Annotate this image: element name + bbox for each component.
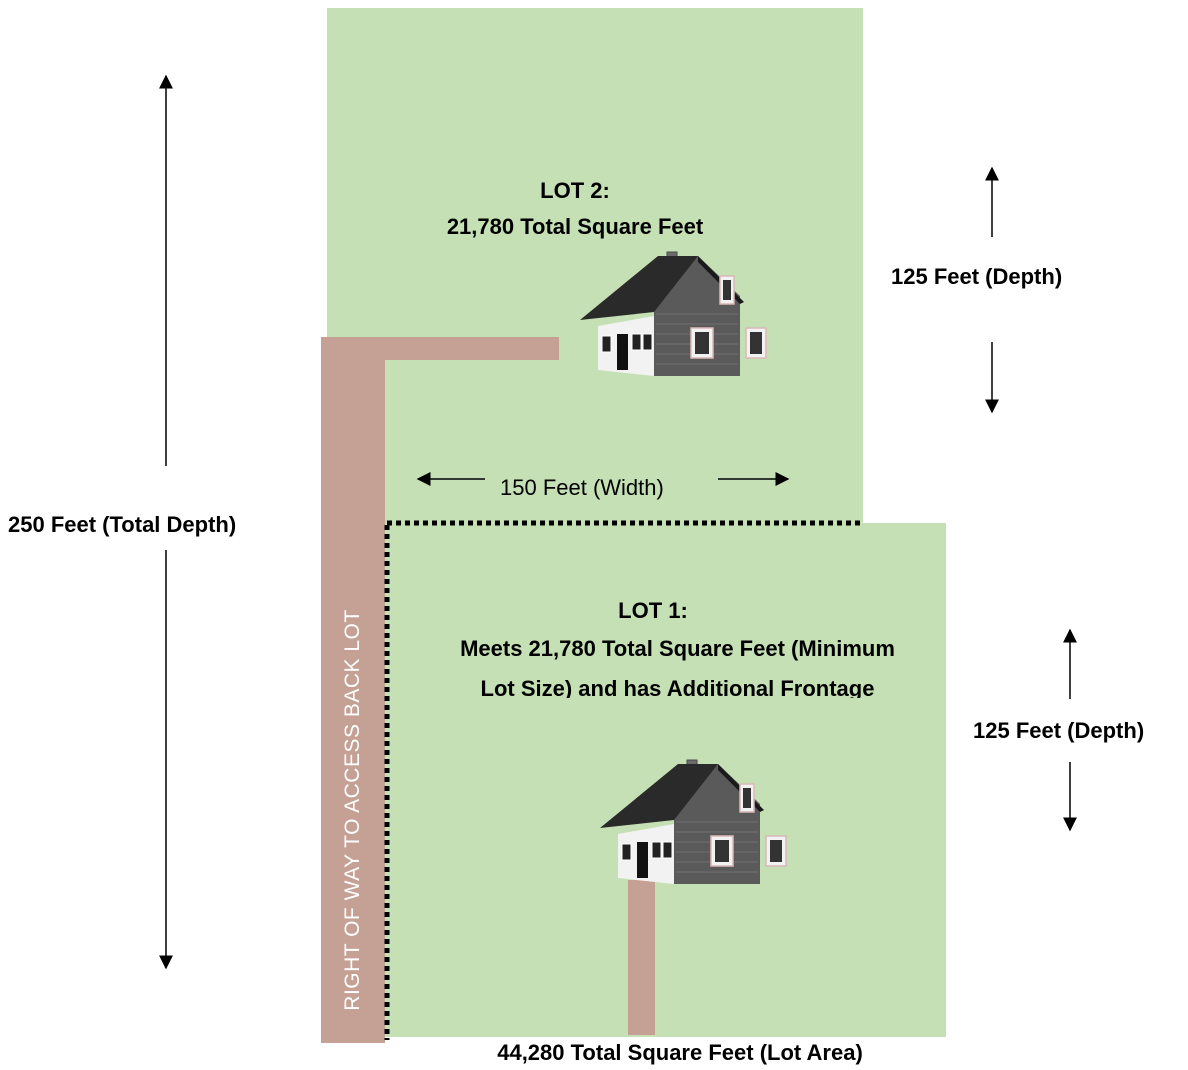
lot-1-description-line2: Lot Size) and has Additional Frontage bbox=[480, 676, 875, 698]
house-icon bbox=[579, 251, 767, 377]
house-icon bbox=[599, 759, 787, 885]
right-of-way-strip bbox=[321, 337, 385, 1043]
lot-1-title: LOT 1: bbox=[618, 598, 688, 623]
lot-2-area-label: 21,780 Total Square Feet bbox=[446, 214, 704, 239]
total-depth-label: 250 Feet (Total Depth) bbox=[8, 512, 237, 537]
lot-2-width-label: 150 Feet (Width) bbox=[500, 475, 664, 500]
lot-1-description-line2-clip: Lot Size) and has Additional Frontage bbox=[400, 673, 955, 698]
lot-2-depth-label: 125 Feet (Depth) bbox=[891, 264, 1063, 289]
lot-2-title: LOT 2: bbox=[540, 178, 610, 203]
lot-2-area bbox=[327, 8, 863, 524]
lot-1-driveway bbox=[628, 880, 655, 1035]
total-area-label: 44,280 Total Square Feet (Lot Area) bbox=[497, 1040, 863, 1065]
lot-1-description-line1: Meets 21,780 Total Square Feet (Minimum bbox=[460, 636, 895, 661]
lot-2-driveway bbox=[385, 337, 559, 360]
lot-1-depth-label: 125 Feet (Depth) bbox=[973, 718, 1145, 743]
